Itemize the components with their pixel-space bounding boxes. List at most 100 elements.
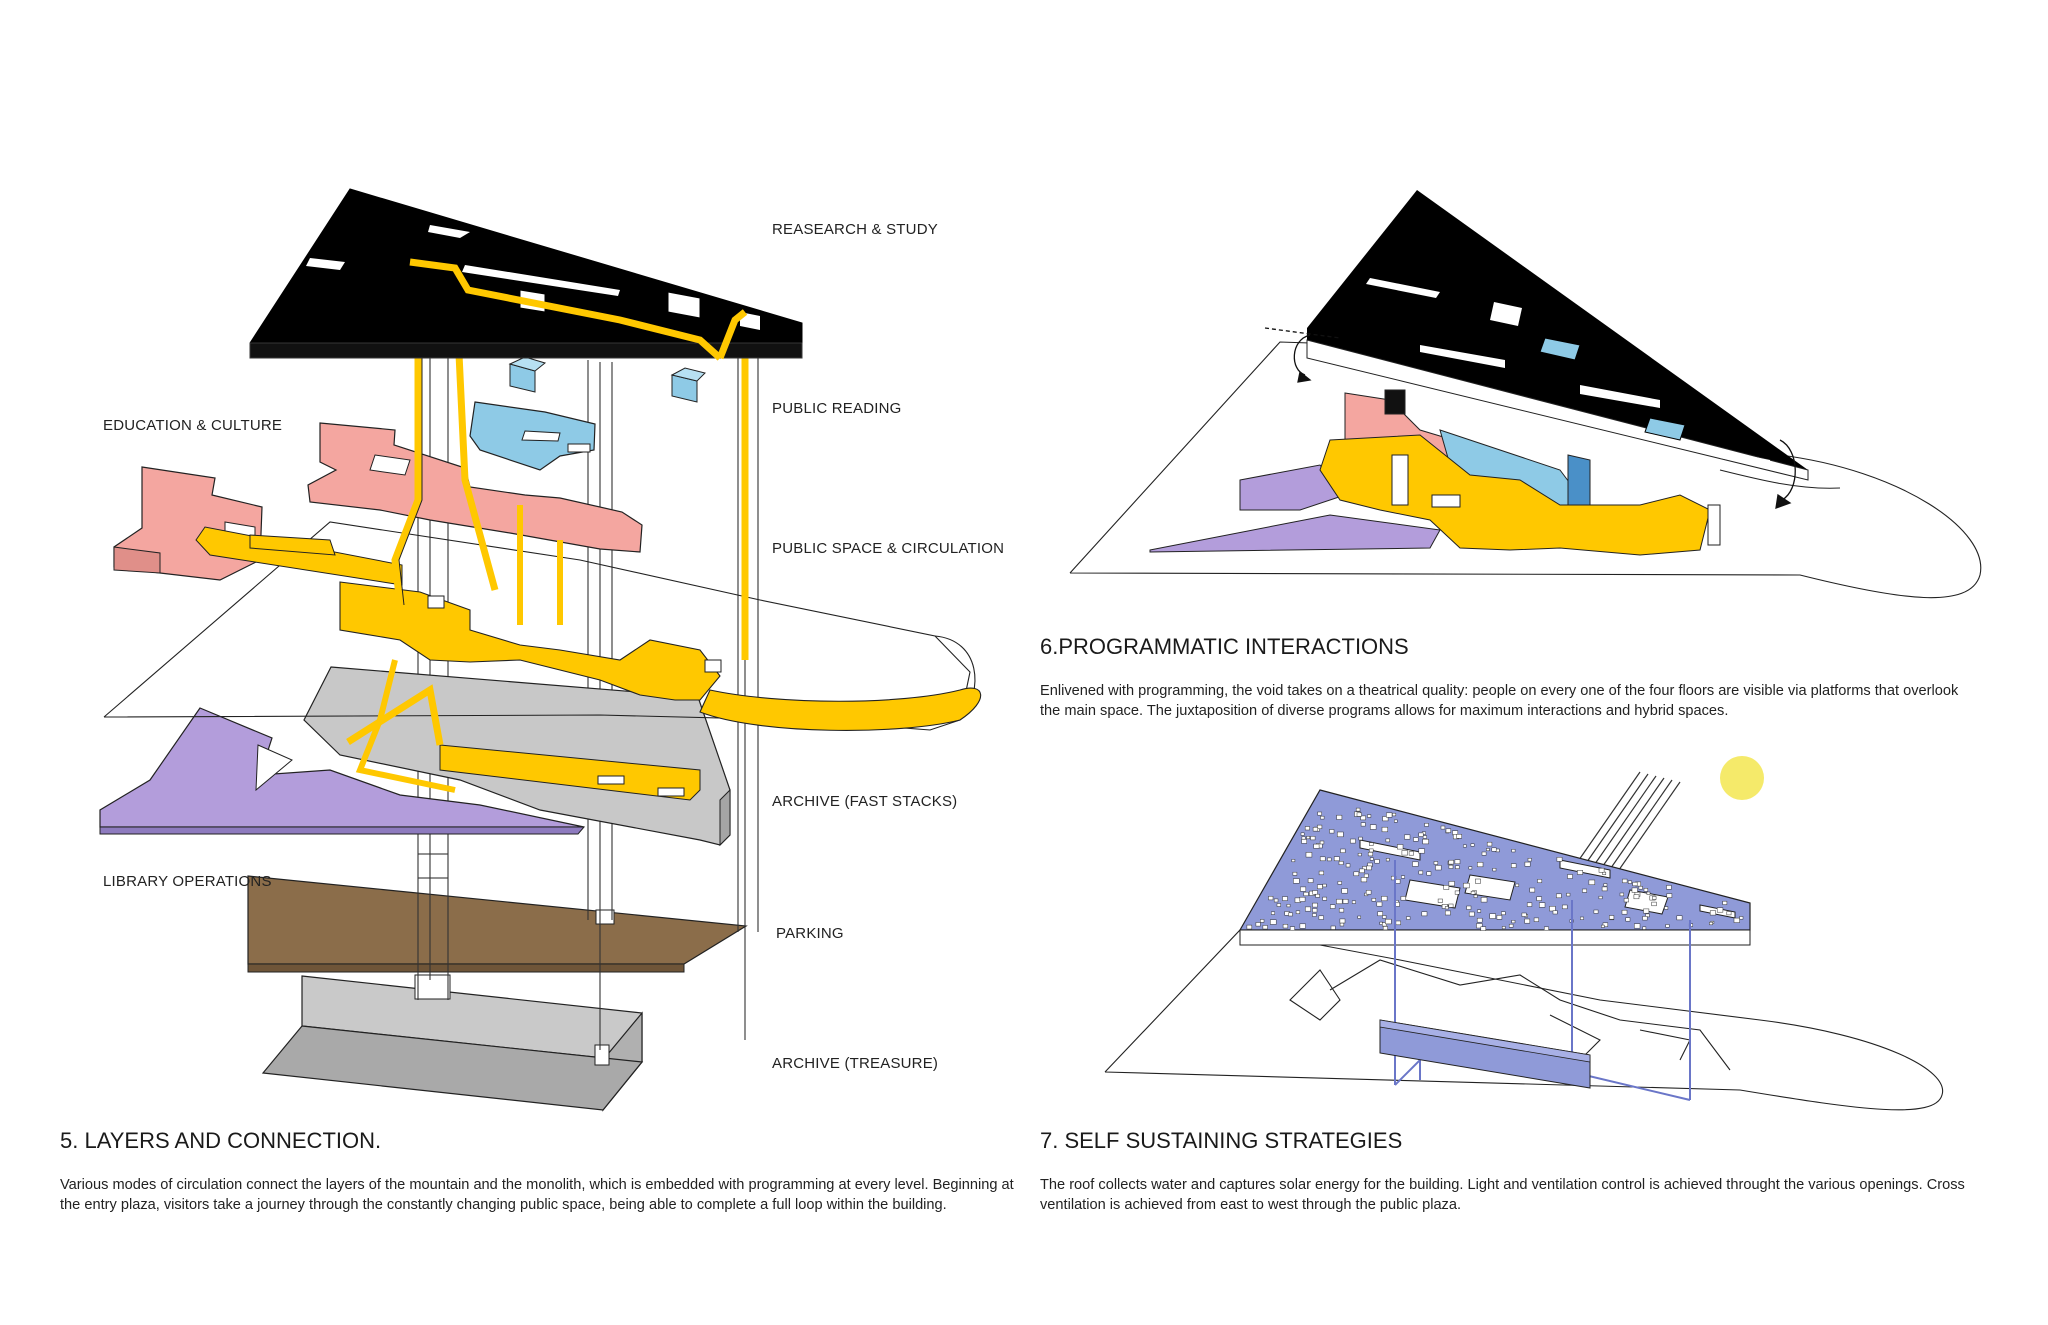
heading-self-sustaining-strategies: 7. SELF SUSTAINING STRATEGIES bbox=[1040, 1128, 1403, 1153]
body-programmatic-interactions: Enlivened with programming, the void tak… bbox=[1040, 683, 1959, 719]
roof-perforation bbox=[1382, 922, 1387, 927]
roof-perforation bbox=[1580, 916, 1584, 920]
roof-perforation bbox=[1385, 858, 1390, 862]
roof-perforation bbox=[1437, 898, 1443, 903]
roof-perforation bbox=[1369, 848, 1374, 853]
roof-perforation bbox=[1468, 866, 1473, 870]
roof-perforation bbox=[1521, 912, 1527, 917]
roof-perforation bbox=[1544, 926, 1549, 931]
roof-perforation bbox=[1406, 916, 1411, 920]
roof-perforation bbox=[1392, 812, 1397, 817]
library-operations-6 bbox=[1149, 464, 1441, 553]
roof-perforation bbox=[1645, 913, 1650, 918]
roof-perforation bbox=[1374, 859, 1380, 864]
roof-perforation bbox=[1468, 911, 1475, 917]
roof-perforation bbox=[1486, 848, 1490, 852]
roof-perforation bbox=[1739, 916, 1744, 920]
heading-layers-connection: 5. LAYERS AND CONNECTION. bbox=[60, 1128, 382, 1153]
roof-perforation bbox=[1342, 899, 1349, 904]
roof-perforation bbox=[1426, 871, 1432, 876]
roof-perforation bbox=[1448, 864, 1454, 869]
roof-perforation bbox=[1625, 917, 1631, 922]
roof-perforation bbox=[1486, 841, 1493, 847]
research-roof-6 bbox=[1306, 190, 1809, 481]
roof-perforation bbox=[1448, 881, 1455, 887]
roof-perforation bbox=[1337, 881, 1342, 885]
roof-perforation bbox=[1386, 812, 1393, 818]
roof-perforation bbox=[1318, 870, 1324, 876]
roof-perforation bbox=[1621, 909, 1628, 915]
roof-perforation bbox=[1476, 923, 1483, 929]
roof-perforation bbox=[1422, 838, 1429, 845]
roof-perforation bbox=[1322, 883, 1327, 888]
label-public-reading: PUBLIC READING bbox=[772, 400, 902, 417]
roof-perforation bbox=[1476, 917, 1483, 923]
roof-perforation bbox=[1665, 924, 1670, 928]
roof-perforation bbox=[1433, 861, 1439, 865]
roof-perforation bbox=[1418, 832, 1424, 837]
label-education-culture: EDUCATION & CULTURE bbox=[103, 417, 283, 434]
roof-perforation bbox=[1646, 891, 1651, 895]
roof-perforation bbox=[1492, 868, 1497, 872]
roof-perforation bbox=[1480, 926, 1487, 931]
circulation-6 bbox=[1319, 389, 1721, 556]
roof-perforation bbox=[1300, 832, 1305, 836]
roof-perforation bbox=[1360, 822, 1366, 827]
roof-perforation bbox=[1652, 896, 1657, 900]
roof-perforation bbox=[1339, 918, 1346, 924]
roof-perforation bbox=[1622, 878, 1628, 884]
roof-perforation bbox=[1666, 885, 1672, 890]
roof-perforation bbox=[1445, 910, 1451, 916]
roof-perforation bbox=[1536, 896, 1542, 901]
roof-perforation bbox=[1526, 902, 1533, 907]
roof-perforation bbox=[1601, 886, 1608, 892]
roof-perforation bbox=[1418, 870, 1424, 875]
roof-perforation bbox=[1524, 918, 1531, 924]
roof-perforation bbox=[1394, 819, 1398, 823]
roof-perforation bbox=[1305, 906, 1311, 912]
roof-perforation bbox=[1317, 824, 1323, 829]
roof-perforation bbox=[1598, 895, 1603, 900]
roof-perforation bbox=[1422, 835, 1427, 839]
roof-perforation bbox=[1301, 836, 1306, 840]
roof-perforation bbox=[1511, 849, 1516, 853]
roof-perforation bbox=[1319, 856, 1326, 862]
roof-perforation bbox=[1404, 834, 1411, 840]
body-self-sustaining-strategies: The roof collects water and captures sol… bbox=[1040, 1177, 1965, 1213]
roof-perforation bbox=[1338, 908, 1345, 913]
roof-perforation bbox=[1358, 836, 1363, 841]
roof-perforation bbox=[1444, 906, 1449, 910]
ventilation-arrows-6 bbox=[1264, 327, 1796, 509]
roof-perforation bbox=[1463, 882, 1470, 889]
library-operations-plane bbox=[99, 707, 586, 835]
heading-programmatic-interactions: 6.PROGRAMMATIC INTERACTIONS bbox=[1040, 634, 1409, 659]
roof-perforation bbox=[1631, 887, 1638, 893]
roof-perforation bbox=[1359, 868, 1365, 874]
roof-perforation bbox=[1341, 888, 1348, 894]
roof-perforation bbox=[1307, 878, 1314, 883]
roof-perforation bbox=[1366, 865, 1372, 871]
roof-perforation bbox=[1716, 907, 1724, 913]
roof-perforation bbox=[1634, 923, 1641, 929]
label-archive-fast-stacks: ARCHIVE (FAST STACKS) bbox=[772, 793, 958, 810]
roof-perforation bbox=[1255, 922, 1261, 927]
roof-perforation bbox=[1381, 896, 1388, 902]
roof-perforation bbox=[1477, 909, 1482, 913]
roof-perforation bbox=[1448, 859, 1454, 865]
roof-perforation bbox=[1627, 880, 1632, 884]
roof-perforation bbox=[1456, 834, 1462, 839]
roof-perforation bbox=[1320, 815, 1325, 820]
roof-perforation bbox=[1337, 831, 1344, 838]
label-parking: PARKING bbox=[776, 925, 844, 942]
roof-perforation bbox=[1333, 856, 1340, 862]
roof-perforation bbox=[1588, 879, 1596, 885]
roof-perforation bbox=[1709, 921, 1713, 926]
roof-perforation bbox=[1408, 851, 1414, 856]
roof-perforation bbox=[1489, 913, 1496, 919]
roof-perforation bbox=[1466, 905, 1472, 910]
roof-perforation bbox=[1651, 901, 1657, 907]
roof-perforation bbox=[1288, 912, 1293, 917]
label-public-space-circulation: PUBLIC SPACE & CIRCULATION bbox=[772, 540, 1005, 557]
